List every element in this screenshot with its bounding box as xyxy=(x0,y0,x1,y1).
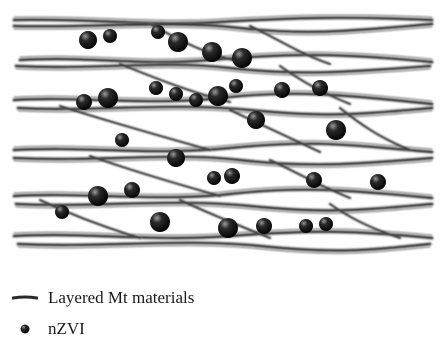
nzvi-particle xyxy=(224,168,240,184)
nzvi-particle xyxy=(370,174,386,190)
mt-layers-group xyxy=(14,15,432,254)
nzvi-particle xyxy=(167,149,185,167)
nzvi-particle xyxy=(79,31,97,49)
nzvi-particle xyxy=(274,82,290,98)
nzvi-particle xyxy=(150,212,170,232)
nzvi-particle xyxy=(151,25,165,39)
nzvi-particle xyxy=(168,32,188,52)
nzvi-particle xyxy=(218,218,238,238)
nzvi-particle xyxy=(98,88,118,108)
nzvi-particle xyxy=(299,219,313,233)
mt-layer-strand xyxy=(60,106,210,150)
nzvi-particle xyxy=(207,171,221,185)
nzvi-particle xyxy=(55,205,69,219)
nzvi-particle xyxy=(169,87,183,101)
nzvi-particle xyxy=(202,42,222,62)
nzvi-particle xyxy=(103,29,117,43)
nzvi-particle xyxy=(88,186,108,206)
nzvi-particle xyxy=(124,182,140,198)
nzvi-particle xyxy=(256,218,272,234)
nzvi-particle xyxy=(306,172,322,188)
legend-label-nzvi: nZVI xyxy=(48,319,85,339)
legend-item-layered-mt: Layered Mt materials xyxy=(12,286,194,310)
nzvi-particle xyxy=(229,79,243,93)
nzvi-particle xyxy=(149,81,163,95)
nzvi-particle xyxy=(189,93,203,107)
nzvi-particle xyxy=(312,80,328,96)
nzvi-particle xyxy=(326,120,346,140)
legend-label-layered-mt: Layered Mt materials xyxy=(48,288,194,308)
nzvi-particle xyxy=(208,86,228,106)
line-icon xyxy=(12,286,38,310)
nzvi-particle xyxy=(76,94,92,110)
nzvi-particle xyxy=(319,217,333,231)
legend-item-nzvi: nZVI xyxy=(12,317,85,341)
sphere-icon xyxy=(12,317,38,341)
layered-structure-diagram xyxy=(0,0,447,270)
nzvi-particle xyxy=(115,133,129,147)
nzvi-particle xyxy=(232,48,252,68)
nzvi-particle xyxy=(247,111,265,129)
